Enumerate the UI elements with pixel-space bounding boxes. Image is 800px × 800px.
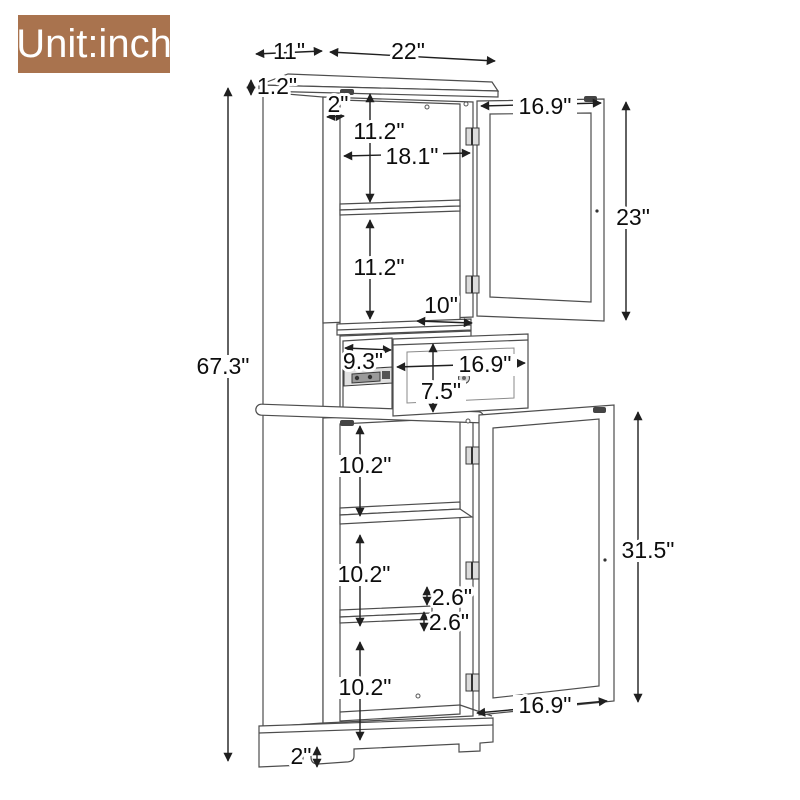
door-knob-icon: [595, 209, 599, 213]
dim-lower-compartment-1: 10.2": [339, 452, 392, 478]
unit-label: Unit:inch: [16, 21, 172, 66]
screw-icons: [415, 101, 471, 699]
dim-drawer-height: 7.5": [421, 378, 461, 404]
dim-line-top-width: [329, 47, 496, 66]
dim-lower-compartment-3: 10.2": [339, 674, 392, 700]
door-knob-icon: [603, 558, 607, 562]
dim-drawer-slide-depth: 9.3": [343, 348, 383, 374]
cabinet-catch-icon: [340, 89, 354, 95]
unit-badge: Unit:inch: [16, 15, 172, 73]
dim-top-thickness: 1.2": [257, 73, 297, 99]
dim-upper-opening-width: 10": [424, 292, 458, 318]
dimension-labels: 11" 22" 1.2" 2" 11.2" 18.1" 16.9" 23" 11…: [194, 35, 678, 772]
dim-shelf-gap-lower: 2.6": [429, 609, 469, 635]
lower-shelf-1-edge: [339, 508, 474, 525]
dim-upper-compartment-2: 11.2": [353, 254, 404, 280]
dim-line-upper-opening-width: [416, 316, 473, 328]
dim-top-width: 22": [391, 38, 425, 64]
label-masks: [193, 96, 676, 717]
cabinet-drawing: [255, 73, 615, 768]
dim-line-drawer-slide-depth: [344, 343, 392, 355]
dim-frame-width: 2": [328, 91, 349, 117]
upper-door: [476, 96, 605, 322]
drawer-slide-icon: [343, 366, 393, 387]
dim-upper-door-height: 23": [616, 204, 650, 230]
dim-overall-height: 67.3": [197, 353, 250, 379]
dim-interior-width: 18.1": [386, 143, 439, 169]
dim-base-height: 2": [291, 743, 312, 769]
upper-shelf-edge: [339, 205, 461, 216]
dim-drawer-width: 16.9": [459, 351, 512, 377]
door-catch-icon: [584, 96, 597, 102]
dim-upper-door-width: 16.9": [519, 93, 572, 119]
dim-upper-compartment-1: 11.2": [353, 118, 404, 144]
hinge-icons: [465, 127, 480, 692]
dim-shelf-gap-upper: 2.6": [432, 584, 472, 610]
cabinet-catch-icon: [340, 420, 354, 426]
lower-door: [478, 404, 615, 716]
dim-lower-compartment-2: 10.2": [338, 561, 391, 587]
dim-lower-door-width: 16.9": [519, 692, 572, 718]
top-cap-molding: [258, 84, 499, 98]
dim-top-depth: 11": [273, 38, 305, 64]
door-catch-icon: [593, 407, 606, 413]
dim-lower-door-height: 31.5": [622, 537, 675, 563]
dim-line-top-depth: [255, 46, 323, 59]
dim-line-frame-width: [326, 111, 345, 122]
